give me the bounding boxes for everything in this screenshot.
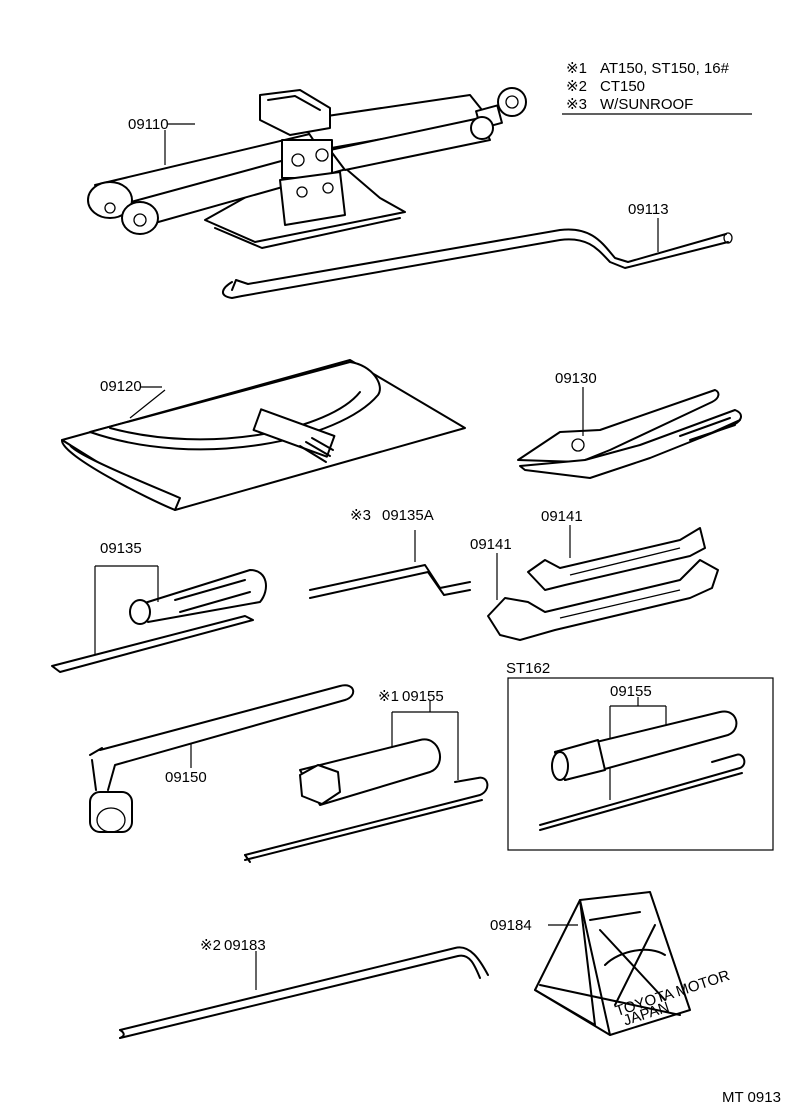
legend-text-3: W/SUNROOF — [600, 96, 693, 113]
label-09184: 09184 — [490, 917, 532, 934]
label-09113: 09113 — [628, 201, 669, 218]
label-09141-small: 09141 — [541, 508, 583, 525]
legend-mark-3: ※3 — [566, 96, 587, 113]
plug-wrench-illustration — [244, 738, 489, 863]
wrench-large-illustration — [487, 559, 719, 641]
figure-code: MT 0913 — [722, 1089, 781, 1106]
jack-illustration — [87, 87, 527, 249]
tire-lever-illustration — [119, 946, 489, 1039]
label-09130: 09130 — [555, 370, 597, 387]
label-09155-st162: 09155 — [610, 683, 652, 700]
tool-bag-illustration — [61, 359, 466, 511]
legend-text-1: AT150, ST150, 16# — [600, 60, 730, 77]
wheel-chock-illustration: TOYOTA MOTOR JAPAN — [534, 891, 732, 1036]
label-st162: ST162 — [506, 660, 550, 677]
label-09183: 09183 — [224, 937, 266, 954]
label-09120: 09120 — [100, 378, 142, 395]
legend-mark-1: ※1 — [566, 60, 587, 77]
label-09155: 09155 — [402, 688, 444, 705]
screwdriver-sunroof-illustration — [309, 530, 471, 599]
label-09183-mark: ※2 — [200, 937, 221, 954]
legend: ※1 AT150, ST150, 16# ※2 CT150 ※3 W/SUNRO… — [562, 60, 752, 115]
label-09110: 09110 — [128, 116, 169, 133]
screwdriver-illustration — [51, 569, 267, 673]
label-09135: 09135 — [100, 540, 142, 557]
label-09150: 09150 — [165, 769, 207, 786]
pliers-illustration — [517, 389, 742, 479]
hub-nut-wrench-illustration — [89, 684, 355, 833]
label-09135a-mark: ※3 — [350, 507, 371, 524]
legend-text-2: CT150 — [600, 78, 645, 95]
wrench-small-illustration — [527, 527, 706, 591]
legend-mark-2: ※2 — [566, 78, 587, 95]
st162-group-box: ST162 09155 — [506, 660, 774, 851]
label-09141-large: 09141 — [470, 536, 512, 553]
label-09155-mark: ※1 — [378, 688, 399, 705]
label-09135a: 09135A — [382, 507, 434, 524]
jack-handle-illustration — [222, 228, 733, 299]
